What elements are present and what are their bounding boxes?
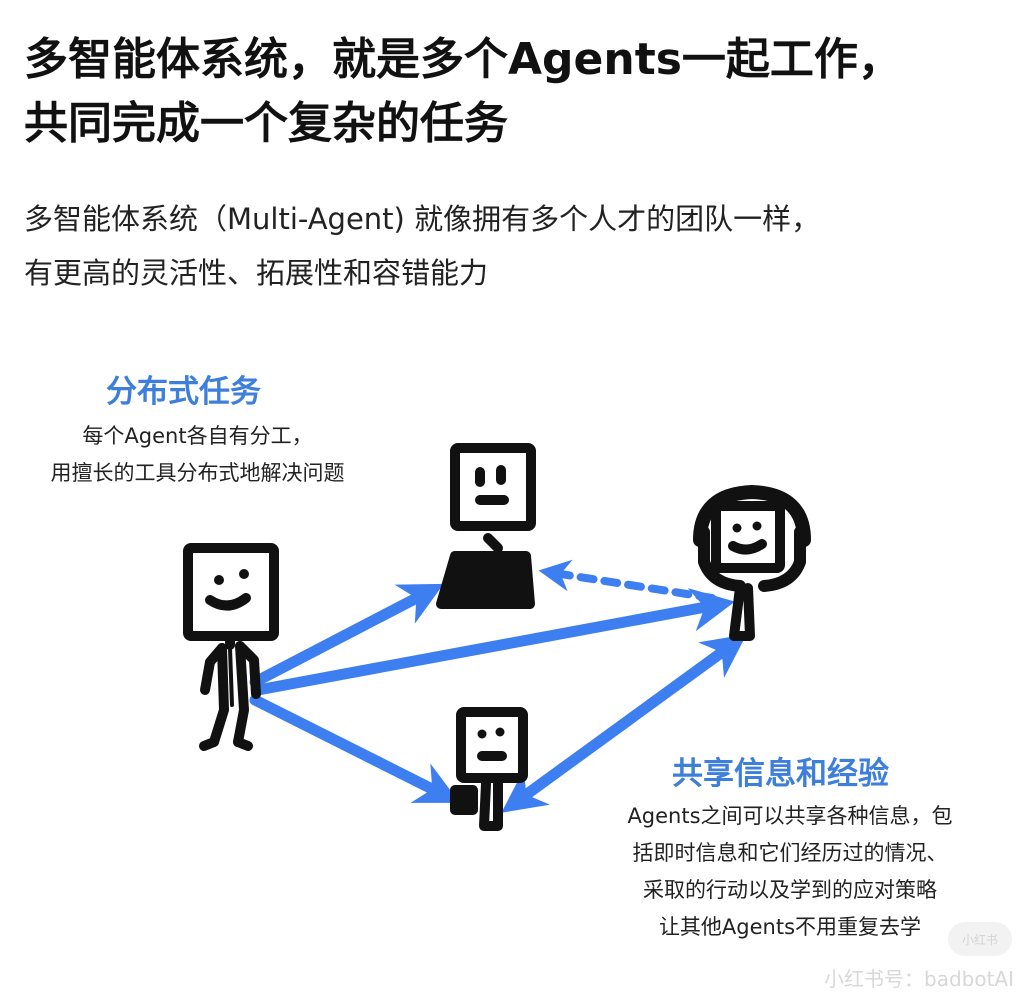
shared-desc-line-1: Agents之间可以共享各种信息，包 <box>627 804 953 828</box>
multi-agent-diagram <box>183 443 811 831</box>
watermark-badge: 小红书 <box>948 922 1012 956</box>
shared-info-heading: 共享信息和经验 <box>672 756 889 792</box>
page-title: 多智能体系统，就是多个Agents一起工作， 共同完成一个复杂的任务 <box>24 28 1014 156</box>
shared-desc-line-4: 让其他Agents不用重复去学 <box>658 915 922 939</box>
distributed-task-heading: 分布式任务 <box>106 374 261 410</box>
arrow-left-to-laptop <box>249 583 444 688</box>
subtitle-line-2: 有更高的灵活性、拓展性和容错能力 <box>24 256 489 290</box>
arrow-cup-headphone-bidirectional <box>501 634 747 813</box>
shared-desc-line-2: 括即时信息和它们经历过的情况、 <box>632 841 948 865</box>
headphone-agent-figure <box>693 485 811 641</box>
subtitle-line-1: 多智能体系统（Multi-Agent) 就像拥有多个人才的团队一样， <box>24 202 821 236</box>
left-agent-figure <box>183 543 279 751</box>
title-line-1: 多智能体系统，就是多个Agents一起工作， <box>24 34 902 85</box>
arrow-left-to-cup <box>249 694 460 803</box>
watermark-text: 小红书号：badbotAI <box>824 967 1014 991</box>
distributed-desc-line-1: 每个Agent各自有分工， <box>82 424 313 448</box>
distributed-desc-line-2: 用擅长的工具分布式地解决问题 <box>50 461 345 485</box>
distributed-task-description: 每个Agent各自有分工， 用擅长的工具分布式地解决问题 <box>20 418 375 492</box>
shared-info-description: Agents之间可以共享各种信息，包 括即时信息和它们经历过的情况、 采取的行动… <box>585 798 995 946</box>
title-line-2: 共同完成一个复杂的任务 <box>24 98 508 149</box>
arrow-headphone-to-laptop-dashed <box>538 559 716 602</box>
cup-agent-figure <box>450 707 528 831</box>
shared-desc-line-3: 采取的行动以及学到的应对策略 <box>643 878 937 902</box>
page-subtitle: 多智能体系统（Multi-Agent) 就像拥有多个人才的团队一样， 有更高的灵… <box>24 192 1004 300</box>
arrow-left-to-headphone <box>252 587 735 696</box>
laptop-agent-figure <box>436 443 536 609</box>
